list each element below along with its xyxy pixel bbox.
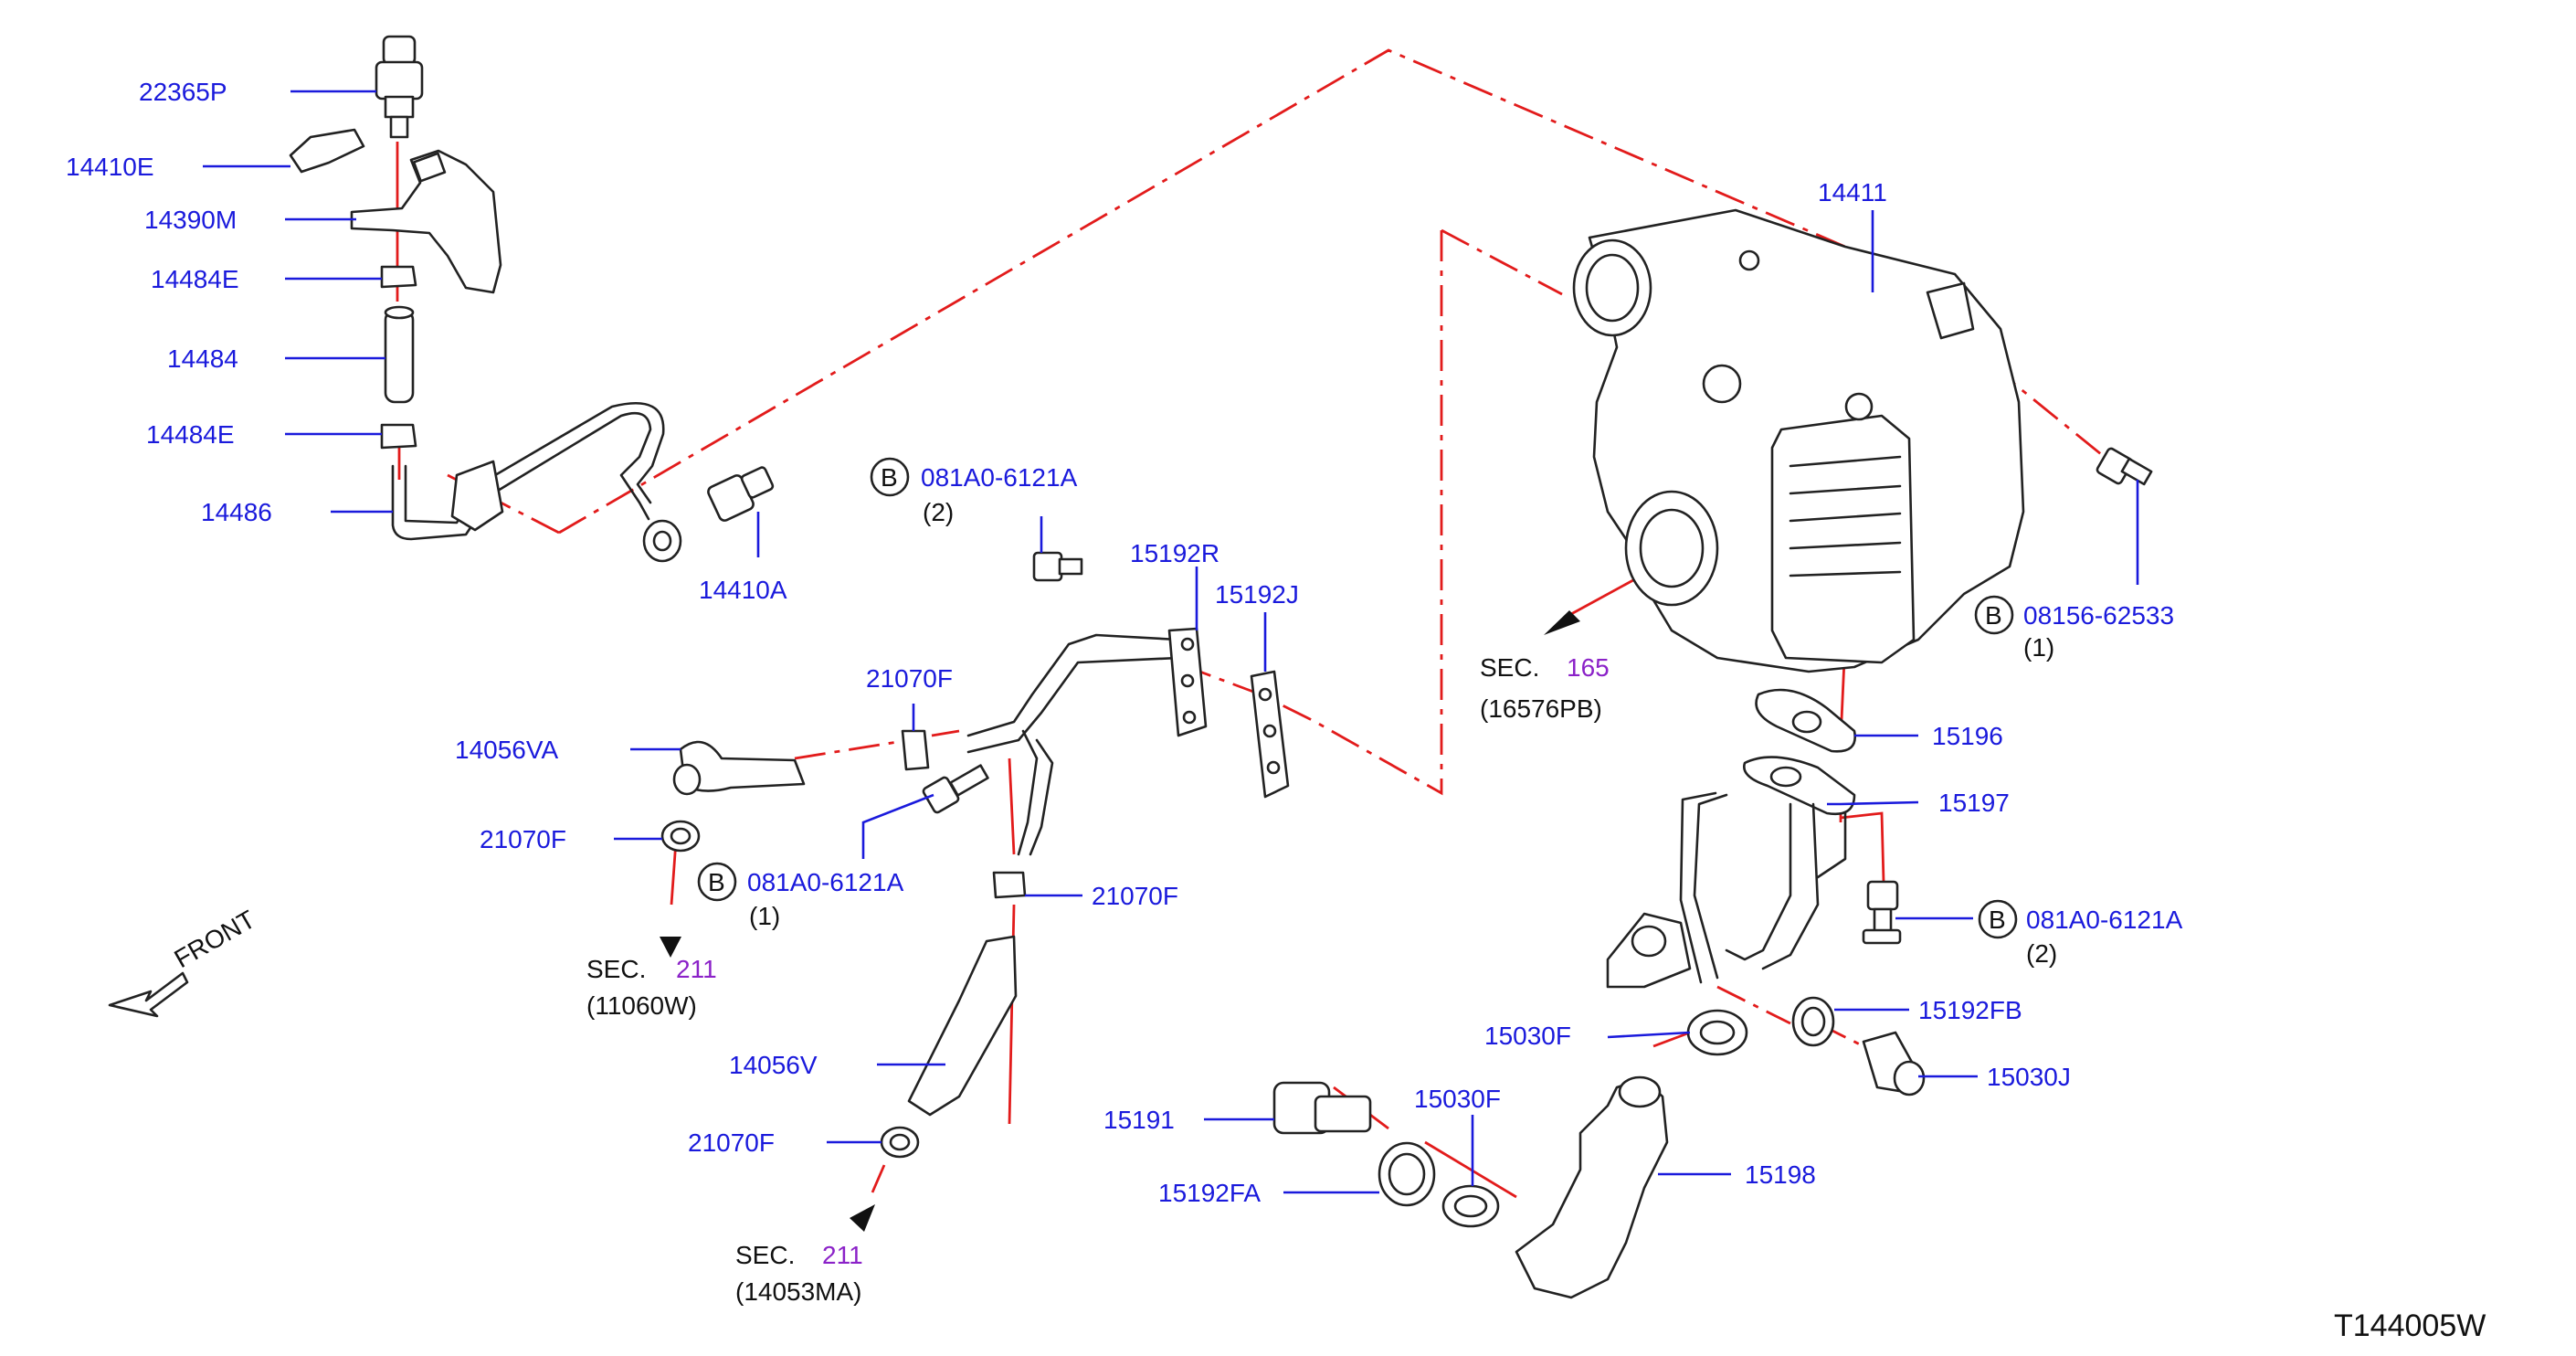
tube-assembly-15192R	[966, 627, 1208, 856]
clamp-14484E-upper	[380, 265, 417, 289]
arrow-sec-165	[1544, 610, 1580, 635]
clamp-21070F-a	[901, 729, 930, 771]
sec-211b-ref: (14053MA)	[735, 1277, 862, 1306]
label-15192R: 15192R	[1130, 539, 1219, 567]
sec-165-number: 165	[1567, 653, 1610, 682]
arrow-sec-211-a	[660, 937, 681, 958]
label-14484E-lower: 14484E	[146, 420, 235, 449]
label-21070F-a: 21070F	[866, 664, 953, 693]
b-marker-4: B	[1989, 906, 2006, 934]
clamp-21070F-d	[880, 1126, 920, 1159]
label-15192FB: 15192FB	[1918, 996, 2022, 1024]
label-21070F-c: 21070F	[1092, 882, 1178, 910]
label-15196: 15196	[1932, 722, 2003, 750]
front-label: FRONT	[170, 905, 260, 973]
hose-14056VA	[672, 740, 806, 796]
bolt-15191	[1272, 1081, 1372, 1135]
clamp-14484E-lower	[380, 423, 417, 450]
section-reference-211-a: SEC. 211 (11060W)	[586, 955, 717, 1020]
b-marker-3: B	[1985, 601, 2002, 630]
qty-08156-62533: (1)	[2023, 633, 2054, 662]
bracket-14390M	[350, 149, 502, 294]
label-15192J: 15192J	[1215, 580, 1299, 609]
tube-14486	[391, 402, 682, 563]
label-081A0-upper: 081A0-6121A	[921, 463, 1078, 492]
label-14390M: 14390M	[144, 206, 237, 234]
bolt-081A0-middle	[922, 764, 989, 814]
label-14411: 14411	[1818, 178, 1887, 207]
label-14484E-upper: 14484E	[151, 265, 239, 293]
diagram-code: T144005W	[2334, 1308, 2486, 1343]
clip-14410E	[289, 128, 365, 174]
gasket-15196	[1755, 688, 1856, 753]
hose-15198	[1515, 1075, 1669, 1299]
sec-165-prefix: SEC.	[1480, 653, 1539, 682]
label-14056VA: 14056VA	[455, 736, 558, 764]
bolt-081A0-lower	[1862, 880, 1902, 945]
bolt-081A0-upper	[1032, 551, 1083, 582]
label-15198: 15198	[1745, 1160, 1816, 1189]
oil-tube-15197	[1606, 756, 1856, 989]
clamp-15030F-b	[1441, 1184, 1500, 1228]
label-15030J: 15030J	[1987, 1063, 2071, 1091]
b-marker-1: B	[881, 463, 898, 492]
label-15197: 15197	[1938, 789, 2010, 817]
clamp-15030F-a	[1686, 1009, 1748, 1056]
qty-081A0-lower: (2)	[2026, 939, 2057, 968]
seal-15192FB	[1791, 996, 1835, 1047]
leader-lines	[203, 90, 2139, 1194]
sec-165-ref: (16576PB)	[1480, 694, 1602, 723]
label-21070F-b: 21070F	[480, 825, 566, 853]
hose-14484	[384, 305, 415, 404]
b-markers: B B B B	[697, 457, 2018, 939]
section-reference-211-b: SEC. 211 (14053MA)	[735, 1241, 863, 1306]
label-14486: 14486	[201, 498, 272, 526]
seal-15192FA	[1378, 1141, 1436, 1207]
qty-081A0-upper: (2)	[923, 498, 954, 526]
sensor-22365P	[375, 35, 424, 139]
label-15192FA: 15192FA	[1158, 1179, 1261, 1207]
label-21070F-d: 21070F	[688, 1128, 775, 1157]
label-22365P: 22365P	[139, 78, 227, 106]
label-15030F-a: 15030F	[1484, 1022, 1571, 1050]
front-arrow-icon	[108, 971, 189, 1018]
direction-arrows	[108, 610, 1580, 1232]
gasket-15192J	[1250, 670, 1290, 799]
label-14056V: 14056V	[729, 1051, 818, 1079]
label-081A0-middle: 081A0-6121A	[747, 868, 904, 896]
b-marker-2: B	[708, 868, 725, 896]
arrow-sec-211-b	[850, 1204, 875, 1232]
hose-14056V	[907, 935, 1018, 1117]
label-14410E: 14410E	[66, 153, 154, 181]
label-14484: 14484	[167, 344, 238, 373]
label-08156-62533: 08156-62533	[2023, 601, 2174, 630]
clamp-21070F-b	[660, 820, 701, 853]
bolt-08156-62533	[2096, 447, 2153, 486]
sec-211a-prefix: SEC.	[586, 955, 646, 983]
clamp-21070F-c	[992, 871, 1027, 899]
label-15030F-b: 15030F	[1414, 1085, 1501, 1113]
qty-081A0-middle: (1)	[749, 902, 780, 930]
section-reference-165: SEC. 165 (16576PB)	[1480, 653, 1610, 723]
bolt-15030J	[1862, 1031, 1926, 1096]
sec-211a-number: 211	[676, 955, 717, 983]
label-15191: 15191	[1103, 1106, 1175, 1134]
sec-211b-prefix: SEC.	[735, 1241, 795, 1269]
sec-211a-ref: (11060W)	[586, 991, 697, 1020]
sec-211b-number: 211	[822, 1241, 863, 1269]
bolt-14410A	[707, 466, 775, 522]
part-labels: 22365P 14410E 14390M 14484E 14484 14484E…	[66, 78, 2183, 1207]
label-081A0-lower: 081A0-6121A	[2026, 906, 2183, 934]
turbocharger-14411	[1572, 208, 2025, 673]
label-14410A: 14410A	[699, 576, 787, 604]
